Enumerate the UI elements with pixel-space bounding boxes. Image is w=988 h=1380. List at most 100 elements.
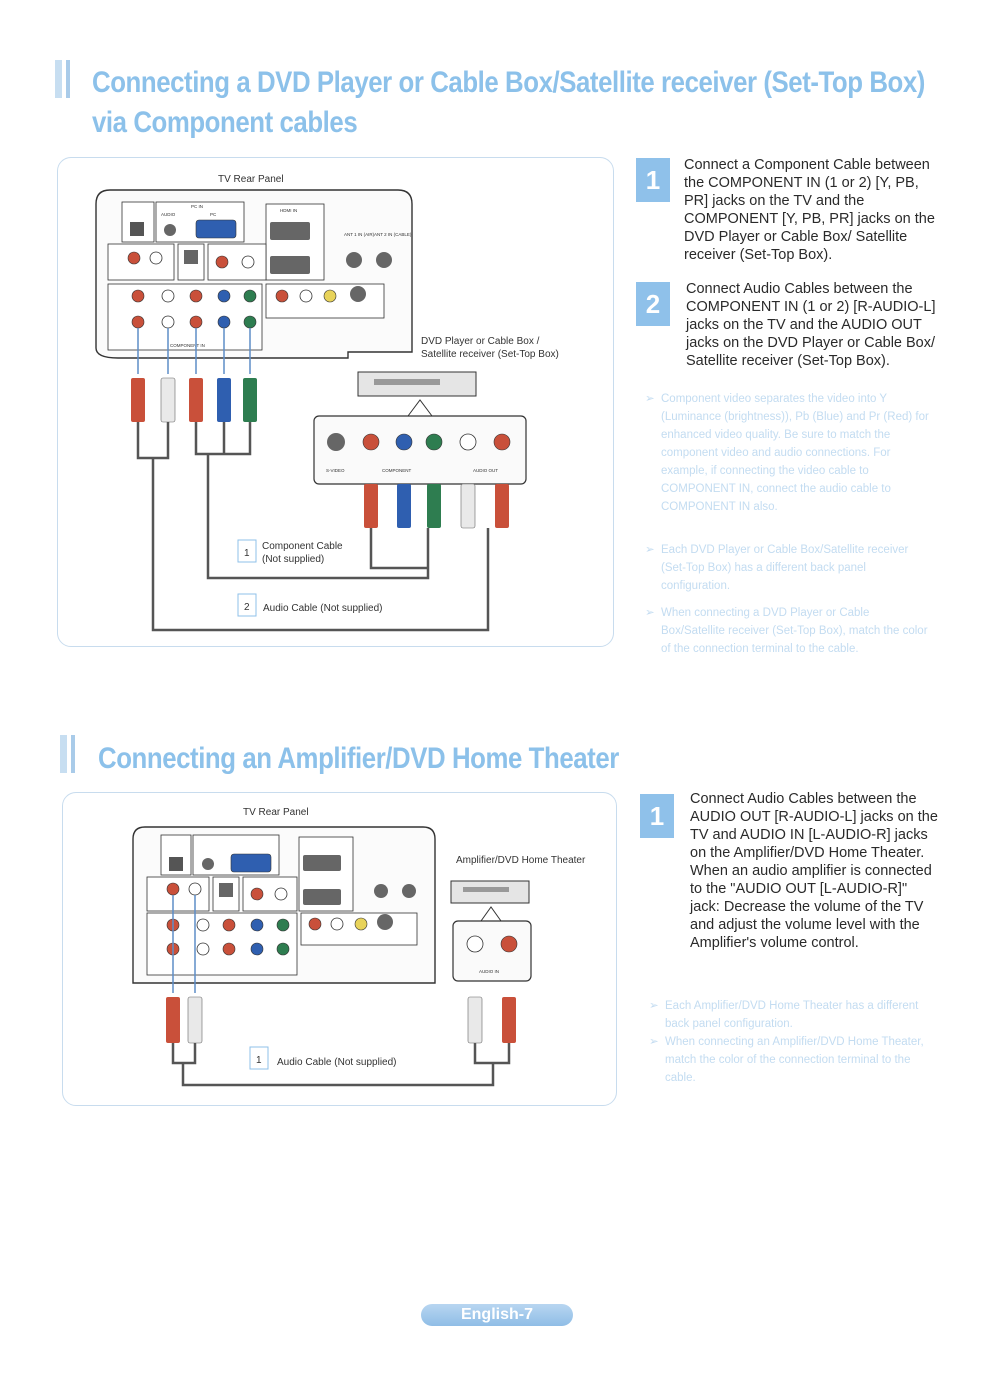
optical-jack: [169, 857, 183, 871]
comp2-pb: [217, 289, 231, 303]
dvd-label-line2: Satellite receiver (Set-Top Box): [421, 349, 559, 360]
comp1-audio-l: [161, 315, 175, 329]
pc-text: PC: [210, 212, 217, 217]
amplifier-tray: [463, 887, 509, 892]
section1-note-3: ➢When connecting a DVD Player or Cable B…: [645, 607, 928, 655]
amp-audio-in-r: [500, 935, 518, 953]
comp1-pr: [189, 315, 203, 329]
comp2-pr: [189, 289, 203, 303]
component-cable-path: [206, 454, 430, 580]
cable1-line1: Component Cable: [262, 541, 343, 552]
step-2-badge: 2: [636, 282, 670, 326]
comp2-y: [276, 918, 290, 932]
plug-white: [187, 996, 203, 1044]
audio-out-l-jack: [149, 251, 163, 265]
component-in-text: COMPONENT IN: [170, 343, 205, 348]
ex-link-module: [212, 876, 240, 912]
dvd-back-panel: [313, 415, 527, 485]
section2-title: Connecting an Amplifier/DVD Home Theater: [98, 742, 619, 775]
hdmi-port-1: [270, 256, 310, 274]
ant1-jack: [374, 884, 388, 898]
ex-link-jack: [219, 883, 233, 897]
pc-audio-jack: [164, 224, 176, 236]
comp1-audio-r: [131, 315, 145, 329]
pc-audio-jack: [202, 858, 214, 870]
cable2-num: 2: [244, 602, 250, 613]
optical-jack: [130, 222, 144, 236]
audio-text: AUDIO: [161, 212, 176, 217]
dvd-pr-jack: [362, 433, 380, 451]
ant2-jack: [402, 884, 416, 898]
dvd-pb-jack: [395, 433, 413, 451]
pc-vga-port: [230, 853, 272, 873]
step-1-badge: 1: [636, 158, 670, 202]
title-decoration: [60, 735, 75, 773]
comp2-pb: [250, 918, 264, 932]
ant1-text: ANT 1 IN (AIR): [344, 232, 375, 237]
hdmi-port-2: [303, 855, 341, 871]
plug-red: [131, 378, 145, 422]
hdmi-port-1: [303, 889, 341, 905]
amp-audio-in-text: AUDIO IN: [479, 969, 499, 974]
plug-green: [427, 484, 441, 528]
cable1-label: Audio Cable (Not supplied): [277, 1057, 397, 1068]
audio-out-l-jack: [188, 882, 202, 896]
comp2-audio-l: [161, 289, 175, 303]
plug-red: [364, 484, 378, 528]
cable1-num: 1: [244, 548, 250, 559]
comp2-y: [243, 289, 257, 303]
amplifier-label: Amplifier/DVD Home Theater: [456, 855, 586, 866]
section2-step-1-text: Connect Audio Cables between the AUDIO O…: [690, 791, 938, 951]
pc-in-text: PC IN: [191, 204, 203, 209]
title-decoration: [55, 60, 70, 98]
comp2-audio-r: [131, 289, 145, 303]
tv-rear-panel-label: TV Rear Panel: [218, 174, 284, 185]
comp1-audio-l: [196, 942, 210, 956]
plug-white: [160, 377, 176, 423]
comp1-pr: [222, 942, 236, 956]
av-video: [354, 917, 368, 931]
audio-out-r-jack: [127, 251, 141, 265]
section1-title-line1: Connecting a DVD Player or Cable Box/Sat…: [92, 66, 925, 99]
ant2-jack: [376, 252, 392, 268]
plug-red: [166, 997, 180, 1043]
plug-red: [189, 378, 203, 422]
audio-out-module: [146, 876, 210, 912]
tv-rear-panel-label: TV Rear Panel: [243, 807, 309, 818]
audio-out-r-jack: [166, 882, 180, 896]
av-video: [323, 289, 337, 303]
dvd-y-jack: [425, 433, 443, 451]
av-audio-l: [299, 289, 313, 303]
comp2-audio-l: [196, 918, 210, 932]
tv-side-plugs: [131, 377, 257, 423]
dvd-label-line1: DVD Player or Cable Box /: [421, 336, 540, 347]
av-audio-l: [330, 917, 344, 931]
plug-blue: [397, 484, 411, 528]
audio-out-module: [107, 243, 175, 281]
section1-note-1: ➢Component video separates the video int…: [645, 393, 929, 513]
av-s-video: [377, 914, 393, 930]
comp2-pr: [222, 918, 236, 932]
ant1-jack: [346, 252, 362, 268]
comp1-pb: [217, 315, 231, 329]
comp1-y: [243, 315, 257, 329]
dvd-audio-r-jack: [493, 433, 511, 451]
device-side-plugs: [364, 483, 509, 529]
dvd-component-text: COMPONENT: [382, 468, 412, 473]
dvi-audio-r-jack: [250, 887, 264, 901]
section1-title-line2: via Component cables: [92, 106, 358, 139]
dvd-s-video-text: S-VIDEO: [326, 468, 345, 473]
cable1-line2: (Not supplied): [262, 554, 324, 565]
page-number-badge: English-7: [421, 1304, 573, 1326]
dvd-audio-out-text: AUDIO OUT: [473, 468, 498, 473]
step-1-text: Connect a Component Cable between the CO…: [684, 157, 935, 263]
section2-step-1-badge: 1: [640, 794, 674, 838]
av-s-video: [350, 286, 366, 302]
av-audio-r: [308, 917, 322, 931]
plug-green: [243, 378, 257, 422]
comp1-pb: [250, 942, 264, 956]
cable2-badge: [237, 593, 257, 617]
audio-cable-path: [171, 1043, 511, 1087]
pc-vga-port: [195, 219, 237, 239]
step-2-text: Connect Audio Cables between the COMPONE…: [686, 281, 936, 369]
